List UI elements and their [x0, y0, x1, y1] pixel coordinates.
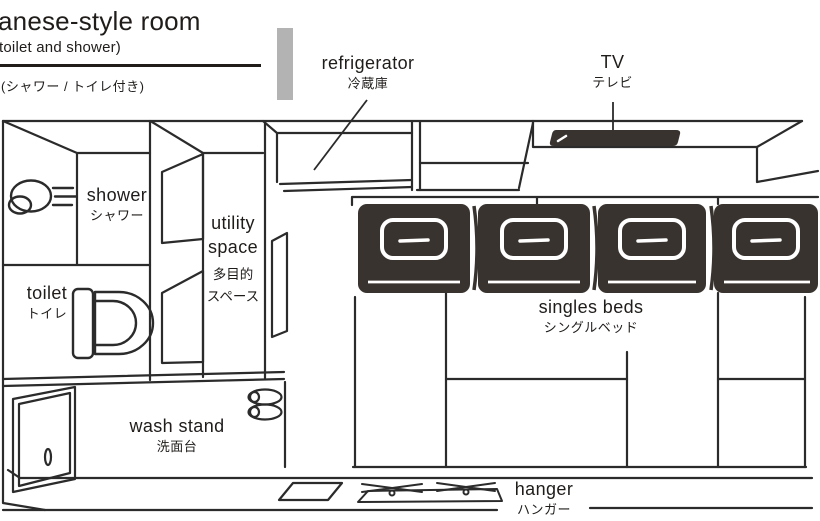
- tv-label-jp: テレビ: [592, 74, 633, 90]
- utility-space-label-en1: utility: [211, 213, 255, 233]
- hanger-label: hanger ハンガー: [502, 479, 586, 518]
- toilet-label: toilet トイレ: [6, 283, 88, 322]
- bed-icon: [714, 204, 818, 293]
- tv-label-en: TV: [600, 52, 625, 72]
- toilet-icon: [71, 287, 155, 360]
- room-walls: [1, 119, 820, 512]
- hanger-label-en: hanger: [514, 479, 574, 499]
- bed-icon: [598, 204, 706, 293]
- tv-label: TV テレビ: [570, 52, 655, 91]
- shower-label: shower シャワー: [56, 185, 178, 224]
- page-subtitle: toilet and shower): [0, 39, 121, 56]
- shower-head-icon: [7, 179, 78, 215]
- tv-icon: [549, 130, 681, 146]
- refrigerator-label-en: refrigerator: [321, 53, 415, 73]
- title-divider: [0, 64, 261, 67]
- utility-space-label-jp2: スペース: [206, 289, 260, 304]
- beds: [358, 204, 818, 293]
- wash-stand-label-jp: 洗面台: [156, 438, 198, 454]
- slippers-icon: [247, 388, 283, 421]
- page-title: anese-style room: [0, 6, 201, 36]
- refrigerator-label-jp: 冷蔵庫: [347, 75, 389, 91]
- page-subtitle-jp: (シャワー / トイレ付き): [1, 79, 145, 94]
- utility-space-label: utility space 多目的 スペース: [186, 211, 280, 308]
- singles-beds-label-jp: シングルベッド: [543, 319, 639, 335]
- toilet-label-en: toilet: [26, 283, 68, 303]
- refrigerator-label: refrigerator 冷蔵庫: [302, 53, 434, 92]
- door-panel-icon: [160, 152, 289, 365]
- refrigerator-leader-line: [313, 99, 368, 171]
- toilet-label-jp: トイレ: [26, 305, 68, 321]
- singles-beds-label: singles beds シングルベッド: [519, 297, 663, 336]
- shower-label-jp: シャワー: [89, 207, 144, 223]
- utility-space-label-en2: space: [207, 237, 259, 257]
- bed-icon: [478, 204, 590, 293]
- wash-stand-label-en: wash stand: [129, 416, 225, 436]
- hanger-label-jp: ハンガー: [516, 501, 571, 517]
- shower-label-en: shower: [86, 185, 148, 205]
- hanger-icon: [357, 482, 503, 503]
- floor-mat-icon: [277, 481, 344, 502]
- bed-icon: [358, 204, 470, 293]
- mirror-door-icon: [11, 385, 77, 494]
- gray-accent-bar: [277, 28, 293, 100]
- utility-space-label-jp1: 多目的: [212, 267, 254, 282]
- singles-beds-label-en: singles beds: [538, 297, 644, 317]
- wash-stand-label: wash stand 洗面台: [110, 416, 244, 455]
